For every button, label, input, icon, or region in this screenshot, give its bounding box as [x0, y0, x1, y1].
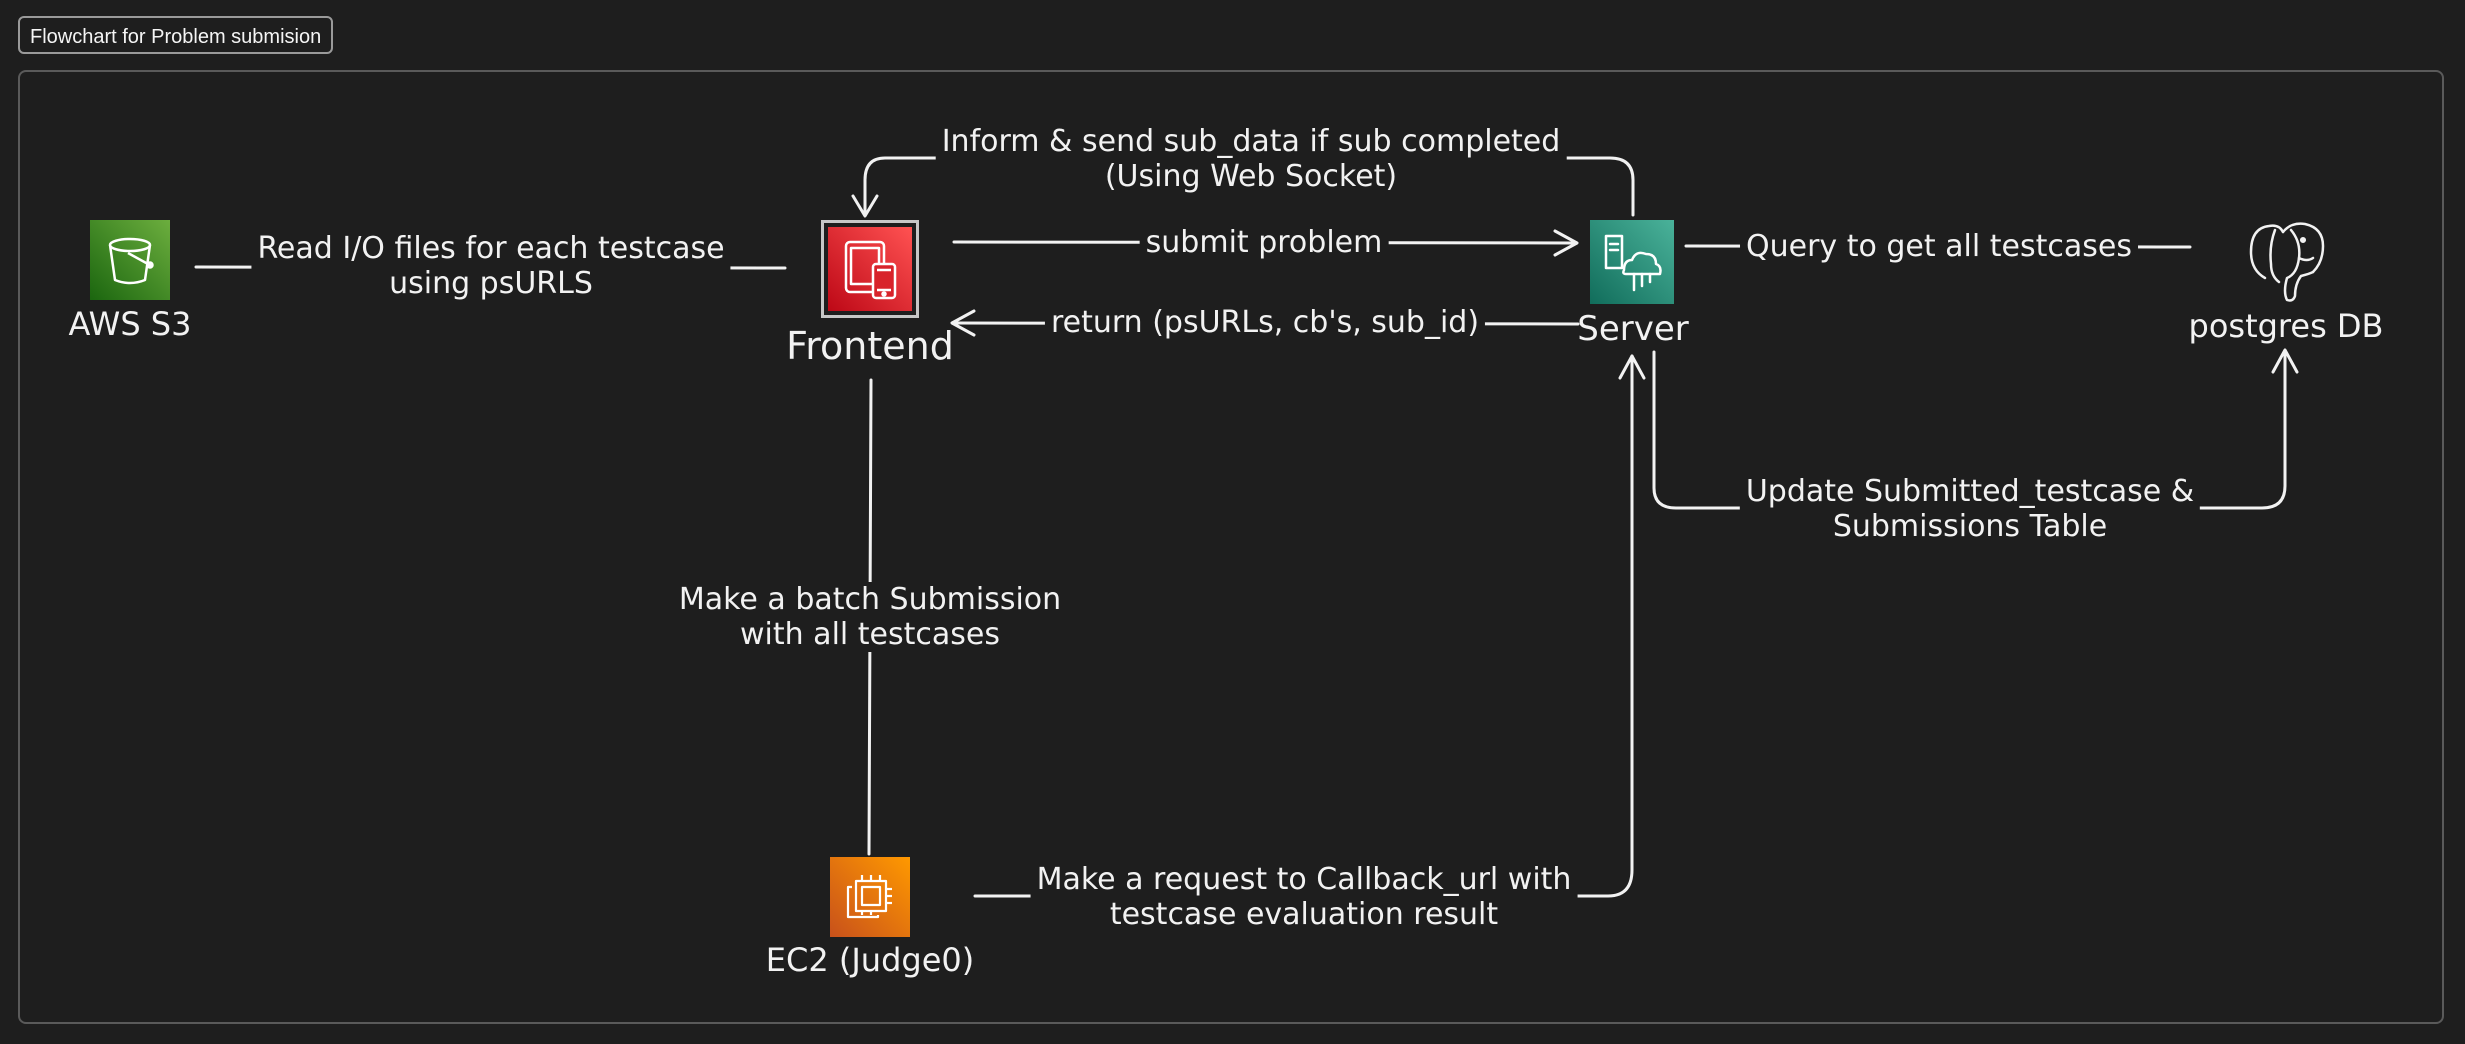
edge-label-callback: Make a request to Callback_url with test… — [1030, 862, 1578, 932]
edge-ec2-server-callback — [973, 354, 1634, 898]
edge-label-websocket: Inform & send sub_data if sub completed … — [935, 124, 1567, 194]
edge-label-s3-frontend: Read I/O files for each testcase using p… — [251, 231, 731, 301]
node-label-server: Server — [1577, 309, 1689, 349]
node-label-ec2: EC2 (Judge0) — [765, 941, 975, 979]
edge-label-line1: Make a request to Callback_url with — [1036, 862, 1572, 897]
arrowhead-submit — [1553, 229, 1579, 257]
edge-label-line2: testcase evaluation result — [1109, 897, 1499, 932]
edge-label-line1: Read I/O files for each testcase — [257, 231, 725, 266]
edge-label-line2: with all testcases — [740, 617, 1000, 652]
edge-label-submit: submit problem — [1139, 225, 1389, 260]
node-label-postgres: postgres DB — [2188, 307, 2384, 345]
edge-label-batch: Make a batch Submission with all testcas… — [672, 582, 1068, 652]
flowchart-frame — [18, 70, 2444, 1024]
edge-label-line1: Make a batch Submission — [678, 582, 1062, 617]
edge-label-update: Update Submitted_testcase & Submissions … — [1739, 474, 2201, 544]
edge-label-line2: Submissions Table — [1832, 509, 2108, 544]
edge-label-line1: Update Submitted_testcase & — [1745, 474, 2195, 509]
arrowhead-return — [950, 309, 976, 337]
aws-ec2-chip-icon[interactable] — [830, 857, 910, 937]
edge-label-line1: Inform & send sub_data if sub completed — [941, 124, 1561, 159]
postgresql-elephant-icon[interactable] — [2245, 218, 2329, 304]
frame-title[interactable]: Flowchart for Problem submision — [18, 16, 334, 54]
edge-label-return: return (psURLs, cb's, sub_id) — [1044, 305, 1486, 340]
edge-label-line2: using psURLS — [389, 266, 593, 301]
edge-label-line1: Query to get all testcases — [1746, 229, 2132, 264]
edge-label-line2: (Using Web Socket) — [1104, 159, 1398, 194]
edge-label-query: Query to get all testcases — [1740, 229, 2138, 264]
aws-s3-bucket-icon[interactable] — [90, 220, 170, 300]
arrowhead-callback — [1618, 354, 1646, 380]
node-label-s3: AWS S3 — [68, 305, 192, 343]
arrowhead-websocket — [851, 194, 879, 218]
node-label-frontend: Frontend — [786, 324, 954, 368]
arrowhead-update — [2271, 348, 2299, 374]
aws-server-icon[interactable] — [1590, 220, 1674, 304]
edge-label-line1: submit problem — [1145, 225, 1383, 260]
aws-devices-icon[interactable] — [821, 220, 919, 318]
edge-label-line1: return (psURLs, cb's, sub_id) — [1050, 305, 1480, 340]
